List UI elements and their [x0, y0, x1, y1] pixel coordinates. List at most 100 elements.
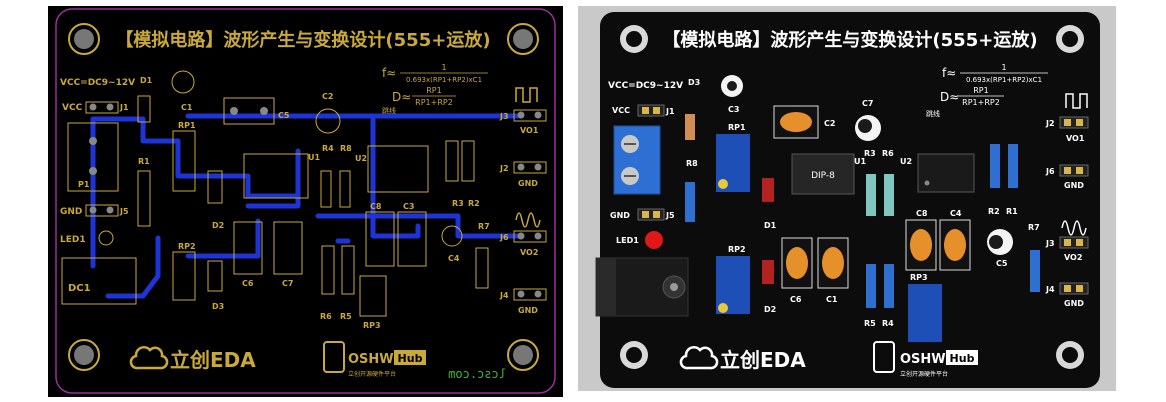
svg-text:U2: U2 — [900, 157, 912, 166]
svg-text:0.693x(RP1+RP2)xC1: 0.693x(RP1+RP2)xC1 — [966, 76, 1042, 84]
svg-text:GND: GND — [518, 306, 538, 315]
svg-text:R5: R5 — [864, 319, 876, 328]
svg-text:GND: GND — [1064, 299, 1084, 308]
render-trimpot-rp2 — [716, 256, 750, 314]
svg-text:U1: U1 — [854, 157, 866, 166]
pcb-label-led1: LED1 — [60, 235, 86, 245]
pcb-jumper-j1 — [85, 101, 119, 114]
svg-text:DC1: DC1 — [68, 283, 91, 294]
svg-text:R3: R3 — [864, 149, 876, 158]
svg-text:J5: J5 — [665, 211, 675, 220]
render-trimpot-rp3 — [908, 284, 942, 342]
svg-text:J2: J2 — [1045, 119, 1055, 128]
svg-text:J2: J2 — [499, 164, 509, 173]
mount-hole-tl — [68, 23, 100, 55]
pcb-u2 — [367, 145, 429, 193]
svg-text:f≈: f≈ — [942, 66, 956, 80]
svg-text:R3: R3 — [452, 199, 464, 208]
svg-text:C1: C1 — [181, 103, 193, 112]
render-title: 【模拟电路】波形产生与变换设计(555+运放) — [662, 29, 1037, 51]
svg-text:R5: R5 — [340, 312, 352, 321]
svg-text:RP1: RP1 — [728, 123, 746, 132]
svg-text:RP1: RP1 — [426, 86, 441, 95]
svg-text:R7: R7 — [478, 222, 490, 231]
pcb-3d-view: 【模拟电路】波形产生与变换设计(555+运放) f≈ 1 0.693x(RP1+… — [578, 6, 1116, 391]
svg-text:C4: C4 — [950, 209, 962, 218]
svg-text:C1: C1 — [826, 295, 838, 304]
render-u1-dip8: DIP-8 — [791, 153, 855, 195]
svg-text:RP3: RP3 — [910, 273, 928, 282]
svg-text:RP1+RP2: RP1+RP2 — [415, 98, 453, 107]
pcb-square-wave-icon — [515, 87, 538, 103]
pcb-label-vcc: VCC — [62, 103, 83, 113]
pcb-layout-view: 【模拟电路】波形产生与变换设计(555+运放) f≈ 1 0.693x(RP1+… — [48, 6, 563, 397]
pcb-oshw-logo: OSHW Hub 立创开源硬件平台 — [323, 341, 426, 378]
svg-text:0.693x(RP1+RP2)xC1: 0.693x(RP1+RP2)xC1 — [406, 76, 482, 84]
svg-text:立创EDA: 立创EDA — [170, 348, 256, 372]
pcb-3d-svg: 【模拟电路】波形产生与变换设计(555+运放) f≈ 1 0.693x(RP1+… — [595, 12, 1100, 388]
svg-text:J6: J6 — [499, 233, 509, 242]
pcb-traces — [90, 113, 521, 299]
svg-text:LED1: LED1 — [616, 236, 639, 245]
pcb-power-label: VCC=DC9~12V — [60, 78, 135, 88]
pcb-formula: f≈ 1 0.693x(RP1+RP2)xC1 D≈ RP1 RP1+RP2 跳… — [382, 63, 488, 115]
svg-text:C3: C3 — [728, 105, 739, 114]
svg-text:跳线: 跳线 — [382, 106, 396, 115]
svg-text:立创开源硬件平台: 立创开源硬件平台 — [348, 370, 396, 378]
svg-text:Hub: Hub — [398, 352, 423, 365]
svg-text:D1: D1 — [764, 221, 777, 230]
svg-text:C4: C4 — [448, 254, 460, 263]
svg-text:J3: J3 — [1045, 239, 1055, 248]
svg-text:D3: D3 — [212, 302, 224, 311]
svg-text:RP1: RP1 — [973, 86, 988, 95]
mount-hole-tr — [507, 23, 539, 55]
svg-text:VO2: VO2 — [520, 248, 538, 257]
svg-text:J4: J4 — [1045, 285, 1055, 294]
svg-text:RP2: RP2 — [728, 245, 746, 254]
render-lceda-logo: 立创EDA — [679, 346, 806, 372]
svg-text:跳线: 跳线 — [926, 109, 940, 118]
board-outline — [55, 8, 556, 394]
pcb-label-gnd: GND — [60, 207, 82, 217]
svg-text:C6: C6 — [790, 295, 802, 304]
mount-hole-3d-tr — [1056, 25, 1084, 53]
svg-text:R4: R4 — [882, 319, 894, 328]
svg-text:f≈: f≈ — [382, 66, 396, 80]
pcb-u1 — [243, 153, 309, 199]
pcb-title: 【模拟电路】波形产生与变换设计(555+运放) — [115, 29, 490, 51]
svg-text:RP1+RP2: RP1+RP2 — [962, 98, 1000, 107]
svg-text:D≈: D≈ — [940, 90, 959, 104]
render-power-label: VCC=DC9~12V — [608, 81, 683, 91]
pcb-sine-wave-icon — [515, 212, 541, 228]
svg-text:J6: J6 — [1045, 167, 1055, 176]
svg-text:VCC: VCC — [612, 106, 630, 115]
board-3d — [600, 12, 1100, 388]
svg-text:R6: R6 — [320, 312, 332, 321]
svg-text:C5: C5 — [278, 111, 290, 120]
svg-text:1: 1 — [1001, 63, 1006, 72]
svg-text:RP3: RP3 — [363, 321, 381, 330]
svg-text:立创开源硬件平台: 立创开源硬件平台 — [900, 370, 948, 378]
svg-text:R2: R2 — [988, 207, 1000, 216]
svg-text:C7: C7 — [862, 99, 873, 108]
render-formula: f≈ 1 0.693x(RP1+RP2)xC1 D≈ RP1 RP1+RP2 跳… — [926, 63, 1048, 118]
svg-text:U2: U2 — [355, 154, 367, 163]
svg-text:R8: R8 — [340, 144, 352, 153]
render-square-wave-icon — [1065, 93, 1088, 109]
svg-text:R6: R6 — [882, 149, 894, 158]
pcb-dc-jack — [61, 257, 137, 305]
render-led — [645, 231, 663, 249]
svg-text:C8: C8 — [370, 202, 382, 211]
svg-text:J1: J1 — [119, 103, 129, 112]
render-sine-wave-icon — [1061, 220, 1087, 236]
svg-text:C2: C2 — [824, 119, 835, 128]
render-dc-jack — [595, 257, 689, 317]
pcb-lceda-logo: 立创EDA — [129, 346, 256, 372]
svg-text:J4: J4 — [499, 291, 509, 300]
svg-text:VO2: VO2 — [1064, 253, 1082, 262]
mount-hole-3d-bl — [620, 341, 648, 369]
svg-text:J5: J5 — [119, 207, 129, 216]
mount-hole-3d-br — [1056, 341, 1084, 369]
svg-text:R2: R2 — [468, 199, 480, 208]
svg-text:C6: C6 — [242, 279, 254, 288]
